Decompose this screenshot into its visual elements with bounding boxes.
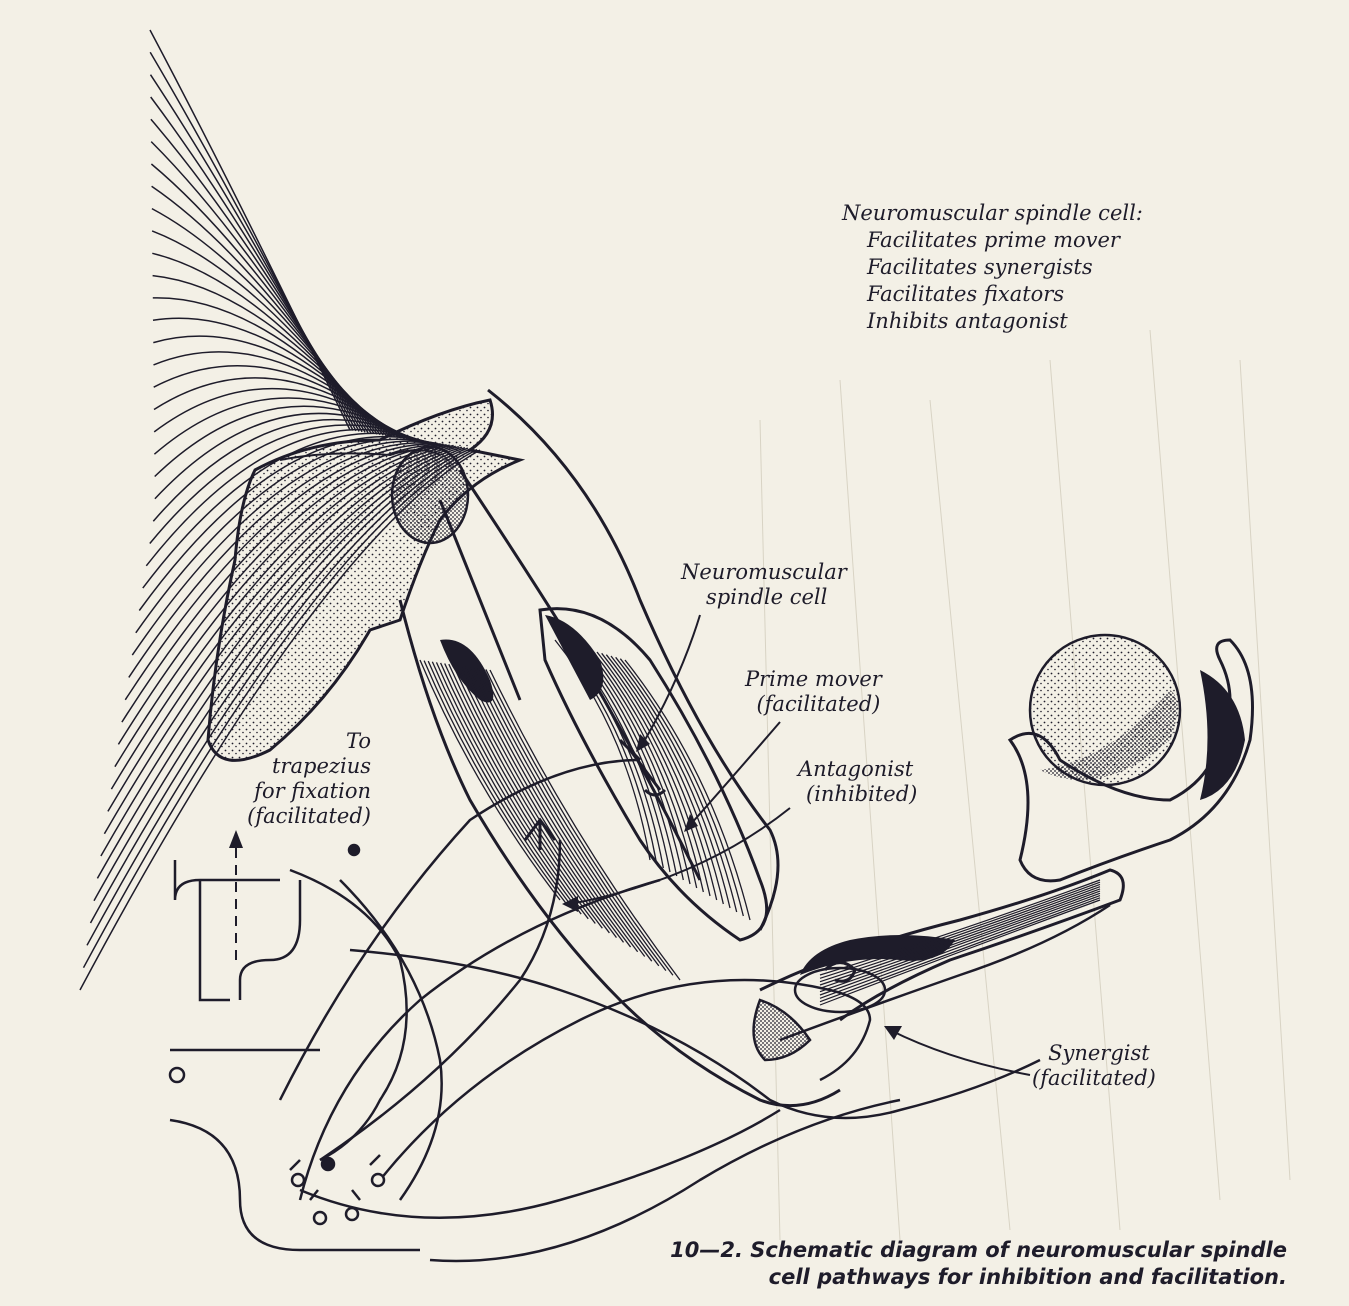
- muscle-fibre: [152, 419, 417, 522]
- muscle-fibre: [154, 412, 414, 500]
- legend-item: Facilitates prime mover: [867, 228, 1120, 252]
- spindle-cell-label-line: Neuromuscular: [681, 560, 847, 584]
- legend: Neuromuscular spindle cell: Facilitates …: [842, 200, 1143, 335]
- leader-lines: [235, 614, 1031, 1076]
- muscle-fibre: [464, 666, 639, 953]
- nerve-pathways: [169, 758, 1041, 1263]
- prime-mover-label-line: (facilitated): [756, 692, 881, 716]
- muscle-fibre: [468, 666, 646, 957]
- biceps-muscle: [440, 607, 769, 942]
- muscle-fibre: [153, 377, 402, 439]
- muscle-fibre: [596, 651, 711, 897]
- hand-and-ball: [1007, 633, 1254, 883]
- muscle-fibre: [477, 667, 660, 967]
- triceps-muscle: [419, 659, 681, 981]
- legend-item: Inhibits antagonist: [867, 309, 1068, 333]
- muscle-fibre: [481, 668, 667, 971]
- arrowheads: [229, 734, 902, 1040]
- muscle-fibre: [819, 894, 1101, 999]
- muscle-fibre: [624, 659, 751, 921]
- show-through-text: [700, 12, 704, 38]
- muscle-fibre: [154, 405, 411, 478]
- scapula: [206, 398, 526, 762]
- muscle-fibre: [619, 658, 744, 917]
- muscle-fibre: [145, 428, 423, 567]
- forearm: [752, 868, 1125, 1062]
- muscle-fibre: [427, 660, 575, 910]
- neuron-cell-bodies: [168, 843, 386, 1226]
- muscle-fibre: [153, 387, 405, 440]
- spindle-symbols: [523, 738, 857, 983]
- prime-mover-label-line: Prime mover: [745, 667, 882, 691]
- muscle-fibre: [439, 662, 596, 924]
- antagonist-label-line: (inhibited): [806, 782, 918, 806]
- caption-line: cell pathways for inhibition and facilit…: [768, 1265, 1287, 1289]
- muscle-fibre: [601, 652, 718, 901]
- synergist-label: Synergist (facilitated): [1032, 1041, 1156, 1091]
- muscle-fibre: [452, 664, 617, 939]
- muscle-fibre: [489, 669, 681, 981]
- antagonist-label: Antagonist (inhibited): [798, 757, 917, 807]
- muscle-fibre: [819, 888, 1101, 989]
- muscle-fibre: [819, 899, 1101, 1006]
- muscle-fibre: [819, 879, 1101, 976]
- muscle-fibre: [149, 29, 351, 431]
- muscle-fibre: [605, 654, 724, 905]
- muscle-fibre: [485, 669, 674, 976]
- muscle-fibre: [153, 397, 408, 455]
- muscle-fibre: [423, 660, 568, 906]
- muscle-fibre: [819, 881, 1101, 979]
- legend-item: Facilitates fixators: [867, 282, 1065, 306]
- muscle-fibre: [472, 667, 653, 962]
- muscle-fibre: [431, 661, 582, 915]
- muscle-fibre: [149, 424, 420, 544]
- muscle-fibre: [587, 648, 698, 889]
- legend-heading: Neuromuscular spindle cell:: [842, 201, 1143, 225]
- muscle-fibre: [615, 656, 738, 913]
- muscle-fibre: [419, 659, 561, 901]
- spindle-cell-label: Neuromuscular spindle cell: [681, 560, 847, 610]
- muscle-fibre: [435, 662, 589, 920]
- muscle-fibre: [610, 655, 731, 909]
- muscle-fibre: [819, 892, 1101, 996]
- muscle-fibre: [819, 883, 1101, 983]
- muscle-fibre: [444, 663, 603, 929]
- antagonist-label-line: Antagonist: [798, 757, 914, 781]
- trapezius-label: To trapezius for fixation (facilitated): [245, 729, 371, 829]
- muscle-fibre: [819, 890, 1101, 993]
- synergist-label-line: (facilitated): [1032, 1066, 1156, 1090]
- trapezius-label-line: for fixation: [254, 779, 371, 803]
- synergist-label-line: Synergist: [1048, 1041, 1150, 1065]
- muscle-fibre: [460, 665, 632, 948]
- figure-caption: 10—2. Schematic diagram of neuromuscular…: [670, 1237, 1287, 1291]
- legend-item: Facilitates synergists: [867, 255, 1093, 279]
- muscle-fibre: [456, 665, 625, 943]
- prime-mover-label: Prime mover (facilitated): [745, 667, 882, 717]
- trapezius-label-line: To: [345, 729, 371, 753]
- trapezius-label-line: trapezius: [272, 754, 371, 778]
- trapezius-label-line: (facilitated): [247, 804, 371, 828]
- muscle-fibre: [153, 351, 396, 438]
- spindle-cell-label-line: spindle cell: [706, 585, 828, 609]
- upper-arm: [398, 388, 841, 1108]
- muscle-fibre: [819, 897, 1101, 1003]
- muscle-fibre: [591, 650, 704, 893]
- caption-line: 10—2. Schematic diagram of neuromuscular…: [670, 1238, 1287, 1262]
